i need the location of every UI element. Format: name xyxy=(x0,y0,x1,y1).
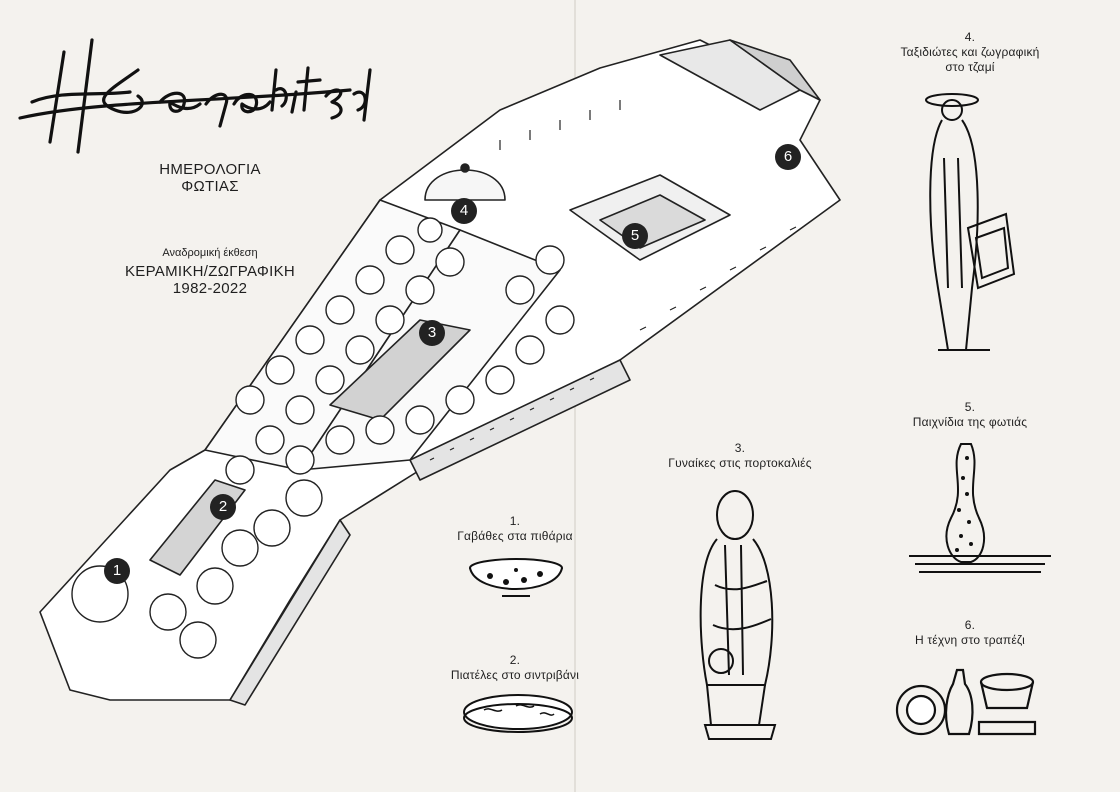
station-2-number: 2. xyxy=(509,653,521,667)
intro-line-1: ΗΜΕΡΟΛΟΓΙΑ xyxy=(159,161,261,178)
table-ceramics-sketch xyxy=(895,668,1037,736)
station-5-title: Παιχνίδια της φωτιάς xyxy=(912,415,1028,429)
station-4-number: 4. xyxy=(964,30,976,44)
traveler-figure-sketch xyxy=(925,93,1016,351)
exhibition-years: 1982-2022 xyxy=(172,280,248,297)
platter-sketch xyxy=(463,694,573,733)
map-marker-5: 5 xyxy=(622,223,648,249)
station-4-title-line-2: στο τζαμί xyxy=(945,60,995,74)
station-3-number: 3. xyxy=(734,441,746,455)
station-5-caption: 5. Παιχνίδια της φωτιάς xyxy=(870,400,1070,430)
exhibition-title: ΚΕΡΑΜΙΚΗ/ΖΩΓΡΑΦΙΚΗ xyxy=(124,263,296,280)
station-1-title: Γαβάθες στα πιθάρια xyxy=(457,529,573,543)
station-2-title: Πιατέλες στο σιντριβάνι xyxy=(450,668,580,682)
station-6-title: Η τέχνη στο τραπέζι xyxy=(914,633,1026,647)
station-4-caption: 4. Ταξιδιώτες και ζωγραφική στο τζαμί xyxy=(870,30,1070,75)
building-plan-illustration xyxy=(39,39,841,706)
signature-logo xyxy=(18,38,372,154)
intro-line-2: ΦΩΤΙΑΣ xyxy=(181,178,239,195)
intro-heading: ΗΜΕΡΟΛΟΓΙΑ ΦΩΤΙΑΣ xyxy=(130,161,290,195)
map-marker-3: 3 xyxy=(419,320,445,346)
vase-sketch xyxy=(909,443,1051,573)
exhibition-block: Αναδρομική έκθεση ΚΕΡΑΜΙΚΗ/ΖΩΓΡΑΦΙΚΗ 198… xyxy=(90,246,330,297)
station-1-number: 1. xyxy=(509,514,521,528)
map-marker-6: 6 xyxy=(775,144,801,170)
woman-figure-sketch xyxy=(699,490,777,740)
station-2-caption: 2. Πιατέλες στο σιντριβάνι xyxy=(430,653,600,683)
map-marker-1: 1 xyxy=(104,558,130,584)
station-4-title-line-1: Ταξιδιώτες και ζωγραφική xyxy=(900,45,1040,59)
bowl-sketch xyxy=(469,558,563,597)
map-marker-2: 2 xyxy=(210,494,236,520)
station-3-title: Γυναίκες στις πορτοκαλιές xyxy=(668,456,812,470)
exhibition-subtitle: Αναδρομική έκθεση xyxy=(162,247,258,259)
station-1-caption: 1. Γαβάθες στα πιθάρια xyxy=(430,514,600,544)
station-6-caption: 6. Η τέχνη στο τραπέζι xyxy=(870,618,1070,648)
station-5-number: 5. xyxy=(964,400,976,414)
map-marker-4: 4 xyxy=(451,198,477,224)
station-3-caption: 3. Γυναίκες στις πορτοκαλιές xyxy=(640,441,840,471)
station-6-number: 6. xyxy=(964,618,976,632)
